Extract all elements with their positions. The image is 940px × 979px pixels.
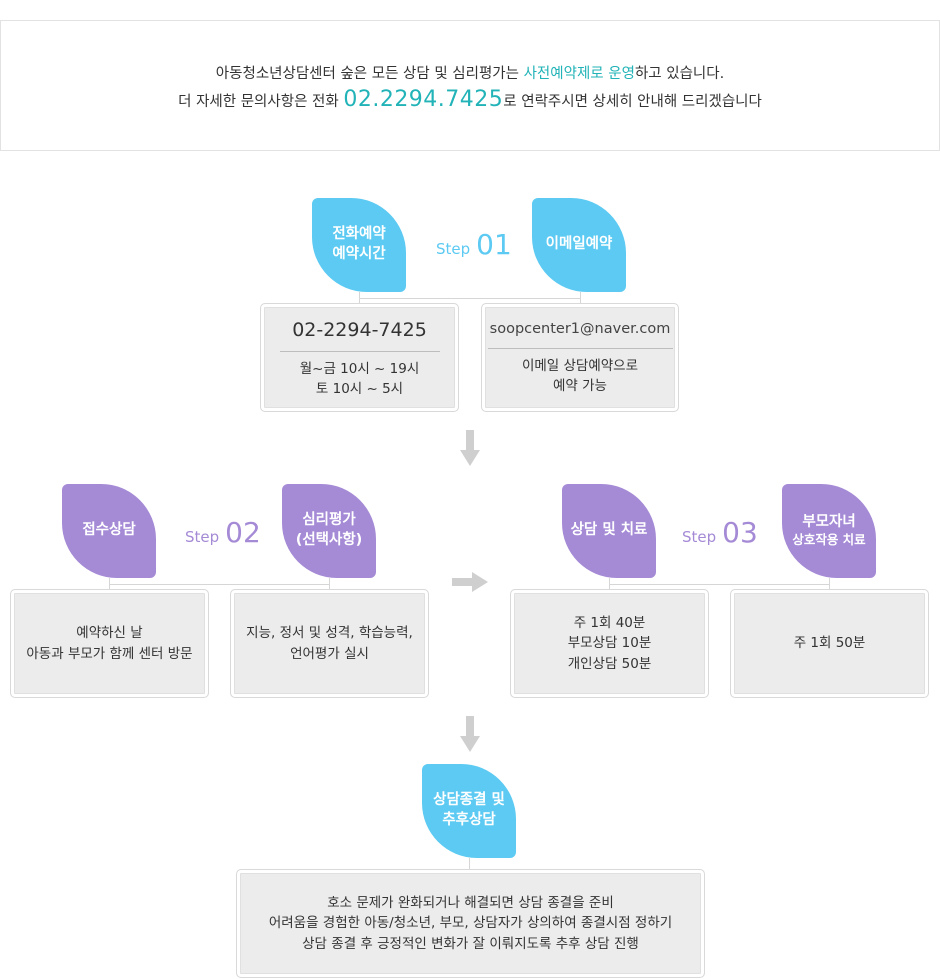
leaf-label: 예약시간 bbox=[332, 246, 386, 262]
step-text: Step bbox=[682, 528, 717, 546]
step-number: 03 bbox=[722, 516, 758, 549]
leaf-intake-counseling: 접수상담 bbox=[62, 484, 156, 578]
card-line: 주 1회 40분 bbox=[573, 615, 646, 632]
card-line: 지능, 정서 및 성격, 학습능력, bbox=[246, 625, 413, 642]
card-line: 주 1회 50분 bbox=[793, 635, 866, 652]
card-assessment: 지능, 정서 및 성격, 학습능력, 언어평가 실시 bbox=[230, 589, 429, 698]
connector bbox=[359, 298, 581, 299]
leaf-label: 전화예약 bbox=[332, 226, 386, 243]
card-phone-hours: 02-2294-7425 월~금 10시 ~ 19시 토 10시 ~ 5시 bbox=[260, 303, 459, 412]
email-note: 예약 가능 bbox=[553, 377, 607, 394]
leaf-label: 접수상담 bbox=[82, 522, 136, 539]
step-01-label: Step 01 bbox=[436, 228, 512, 261]
arrow-down-icon bbox=[460, 716, 480, 752]
card-termination: 호소 문제가 완화되거나 해결되면 상담 종결을 준비 어려움을 경험한 아동/… bbox=[236, 869, 705, 978]
arrow-down-icon bbox=[460, 430, 480, 466]
leaf-label: 추후상담 bbox=[442, 812, 496, 828]
notice-text: 아동청소년상담센터 숲은 모든 상담 및 심리평가는 bbox=[215, 66, 524, 82]
leaf-label: 이메일예약 bbox=[545, 236, 613, 253]
notice-highlight: 사전예약제로 운영 bbox=[523, 66, 635, 82]
card-line: 어려움을 경험한 아동/청소년, 부모, 상담자가 상의하여 종결시점 정하기 bbox=[268, 915, 673, 932]
leaf-label: 부모자녀 bbox=[802, 513, 856, 530]
leaf-label: 상호작용 치료 bbox=[792, 532, 866, 548]
step-text: Step bbox=[436, 240, 471, 258]
card-line: 아동과 부모가 함께 센터 방문 bbox=[26, 645, 193, 662]
step-text: Step bbox=[185, 528, 220, 546]
leaf-label: 상담종결 및 bbox=[433, 792, 505, 809]
card-line: 예약하신 날 bbox=[76, 625, 143, 642]
notice-text: 로 연락주시면 상세히 안내해 드리겠습니다 bbox=[503, 94, 762, 110]
notice-text: 더 자세한 문의사항은 전화 bbox=[178, 94, 344, 110]
connector bbox=[109, 584, 330, 585]
card-line: 부모상담 10분 bbox=[567, 635, 652, 652]
leaf-parent-child-therapy: 부모자녀 상호작용 치료 bbox=[782, 484, 876, 578]
arrow-right-icon bbox=[452, 572, 488, 592]
card-line: 호소 문제가 완화되거나 해결되면 상담 종결을 준비 bbox=[327, 895, 614, 912]
leaf-email-reservation: 이메일예약 bbox=[532, 198, 626, 292]
card-line: 언어평가 실시 bbox=[290, 645, 369, 662]
notice-line-2: 더 자세한 문의사항은 전화 02.2294.7425로 연락주시면 상세히 안… bbox=[1, 87, 939, 112]
connector bbox=[469, 858, 470, 870]
hours-saturday: 토 10시 ~ 5시 bbox=[315, 381, 404, 398]
hours-weekday: 월~금 10시 ~ 19시 bbox=[299, 361, 420, 377]
email-address: soopcenter1@naver.com bbox=[487, 319, 673, 349]
leaf-label: (선택사항) bbox=[295, 532, 363, 548]
leaf-label: 상담 및 치료 bbox=[570, 522, 648, 539]
phone-number: 02-2294-7425 bbox=[279, 316, 440, 352]
step-number: 01 bbox=[476, 228, 512, 261]
leaf-label: 심리평가 bbox=[302, 512, 356, 529]
notice-text: 하고 있습니다. bbox=[634, 66, 725, 82]
notice-box: 아동청소년상담센터 숲은 모든 상담 및 심리평가는 사전예약제로 운영하고 있… bbox=[0, 20, 940, 151]
card-email: soopcenter1@naver.com 이메일 상담예약으로 예약 가능 bbox=[481, 303, 679, 412]
notice-line-1: 아동청소년상담센터 숲은 모든 상담 및 심리평가는 사전예약제로 운영하고 있… bbox=[1, 62, 939, 83]
card-line: 개인상담 50분 bbox=[567, 655, 652, 672]
connector bbox=[609, 584, 830, 585]
step-number: 02 bbox=[225, 516, 261, 549]
card-line: 상담 종결 후 긍정적인 변화가 잘 이뤄지도록 추후 상담 진행 bbox=[302, 935, 639, 952]
leaf-psych-assessment: 심리평가 (선택사항) bbox=[282, 484, 376, 578]
step-02-label: Step 02 bbox=[185, 516, 261, 549]
email-note: 이메일 상담예약으로 bbox=[521, 357, 639, 374]
card-intake: 예약하신 날 아동과 부모가 함께 센터 방문 bbox=[10, 589, 209, 698]
leaf-termination-followup: 상담종결 및 추후상담 bbox=[422, 764, 516, 858]
notice-phone: 02.2294.7425 bbox=[343, 87, 504, 112]
card-parent-child: 주 1회 50분 bbox=[730, 589, 929, 698]
leaf-phone-reservation: 전화예약 예약시간 bbox=[312, 198, 406, 292]
card-counseling: 주 1회 40분 부모상담 10분 개인상담 50분 bbox=[510, 589, 709, 698]
leaf-counseling-therapy: 상담 및 치료 bbox=[562, 484, 656, 578]
step-03-label: Step 03 bbox=[682, 516, 758, 549]
